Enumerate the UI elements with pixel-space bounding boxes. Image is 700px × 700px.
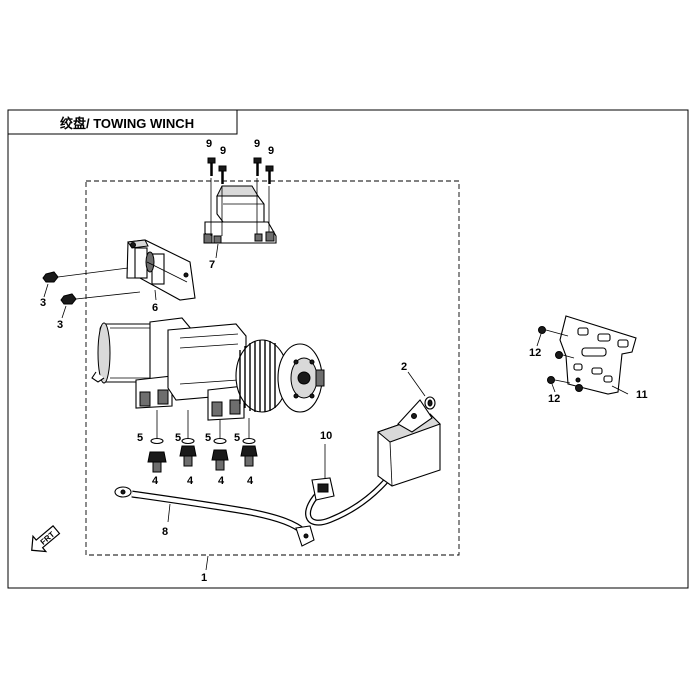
assembly-boundary (85, 180, 460, 556)
winch-body (91, 317, 325, 421)
front-arrow-icon: FRT (31, 525, 61, 553)
bolt-part-3 (42, 267, 141, 305)
bolt-part-12 (538, 326, 583, 392)
callout-4c: 4 (218, 475, 225, 487)
title-box (8, 110, 238, 135)
callout-5c: 5 (205, 432, 211, 444)
callout-8: 8 (162, 526, 168, 538)
callout-3b: 3 (57, 319, 63, 331)
diagram-title: 绞盘/ TOWING WINCH (60, 116, 194, 131)
washer-part-5 (150, 437, 256, 445)
callout-11: 11 (636, 389, 648, 401)
remote-part-2 (376, 396, 441, 487)
cable-part-8 (114, 486, 315, 547)
diagram-frame (7, 109, 689, 589)
bolt-part-4 (147, 445, 258, 473)
callout-5b: 5 (175, 432, 181, 444)
callout-4d: 4 (247, 475, 254, 487)
callout-5d: 5 (234, 432, 240, 444)
callout-12a: 12 (529, 347, 541, 359)
callout-3a: 3 (40, 297, 46, 309)
callout-2: 2 (401, 361, 407, 373)
callout-12b: 12 (548, 393, 560, 405)
callout-4b: 4 (187, 475, 194, 487)
screw-part-9 (207, 157, 274, 236)
solenoid-box-part-7 (203, 185, 277, 244)
harness-part-10 (305, 468, 398, 526)
callout-10: 10 (320, 430, 332, 442)
callout-7: 7 (209, 259, 215, 271)
callout-4a: 4 (152, 475, 159, 487)
bolt-leaders (156, 410, 250, 438)
callout-1: 1 (201, 572, 207, 584)
callout-9a: 9 (206, 138, 212, 150)
callout-6: 6 (152, 302, 158, 314)
callout-9b: 9 (220, 145, 226, 157)
mount-plate-part-11 (559, 315, 637, 395)
fairlead-bracket-part-6 (126, 239, 196, 301)
callout-9c: 9 (254, 138, 260, 150)
callout-5a: 5 (137, 432, 143, 444)
callout-9d: 9 (268, 145, 274, 157)
